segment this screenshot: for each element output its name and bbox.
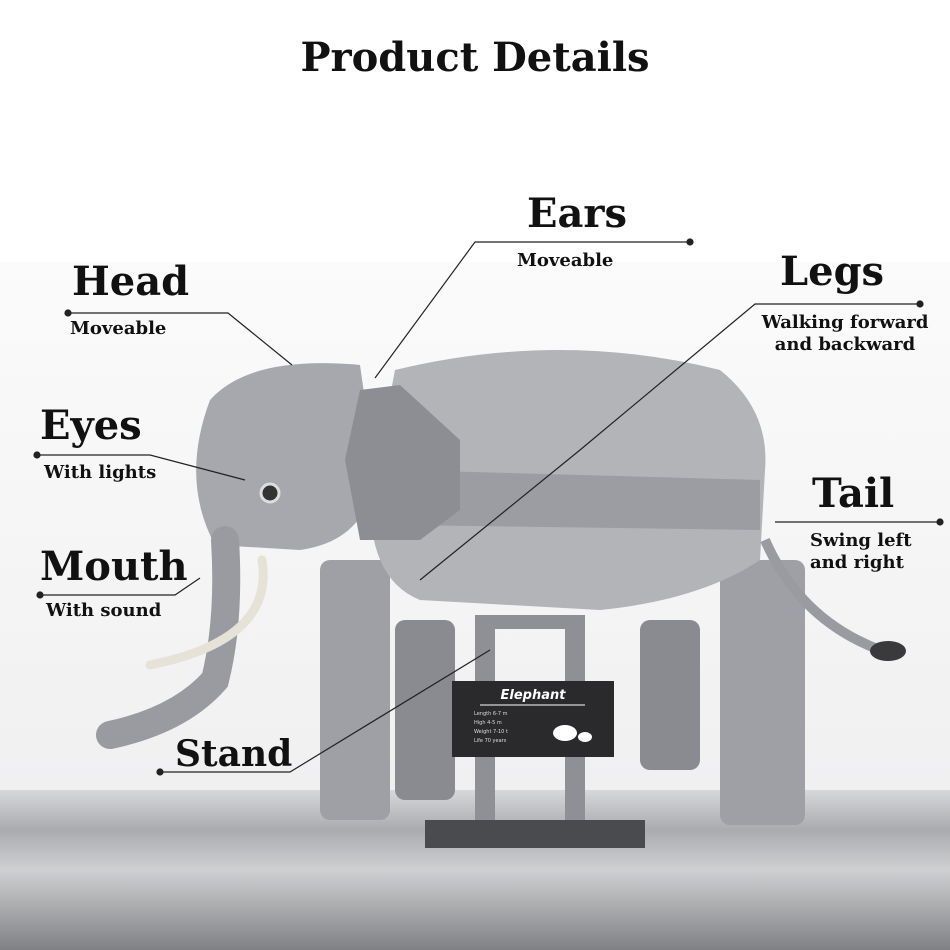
page-title: Product Details — [300, 34, 650, 81]
callout-legs-desc: Walking forward and backward — [761, 312, 929, 355]
sign-title: Elephant — [500, 688, 566, 703]
sign-row: Life 70 years — [474, 738, 507, 744]
callout-mouth-title: Mouth — [40, 543, 188, 590]
elephant-eye — [259, 482, 281, 504]
elephant-head — [196, 363, 375, 550]
callout-lines — [33, 238, 944, 776]
sign-row: Weight 7-10 t — [474, 729, 508, 735]
callout-ears-desc: Moveable — [517, 250, 614, 271]
callout-tail-title: Tail — [812, 470, 895, 517]
sign-specs: Length 6-7 m High 4-5 m Weight 7-10 t Li… — [474, 710, 508, 746]
elephant-trunk — [96, 526, 241, 749]
elephant-tusk — [145, 555, 268, 670]
callout-eyes-title: Eyes — [40, 402, 142, 449]
callout-stand-title: Stand — [175, 733, 293, 775]
elephant-silhouette-icon — [553, 725, 592, 742]
sign-row: Length 6-7 m — [474, 711, 508, 717]
callout-eyes-desc: With lights — [44, 462, 157, 483]
info-sign — [452, 681, 614, 757]
callout-legs-title: Legs — [780, 248, 885, 295]
callout-head-desc: Moveable — [70, 318, 167, 339]
callout-ears-title: Ears — [527, 190, 627, 237]
elephant-legs — [320, 560, 805, 825]
elephant-ear — [345, 385, 460, 540]
sign-row: High 4-5 m — [474, 720, 502, 726]
callout-tail-desc: Swing left and right — [810, 530, 912, 573]
elephant-tail — [760, 537, 882, 655]
callout-head-title: Head — [72, 258, 190, 305]
callout-mouth-desc: With sound — [46, 600, 162, 621]
